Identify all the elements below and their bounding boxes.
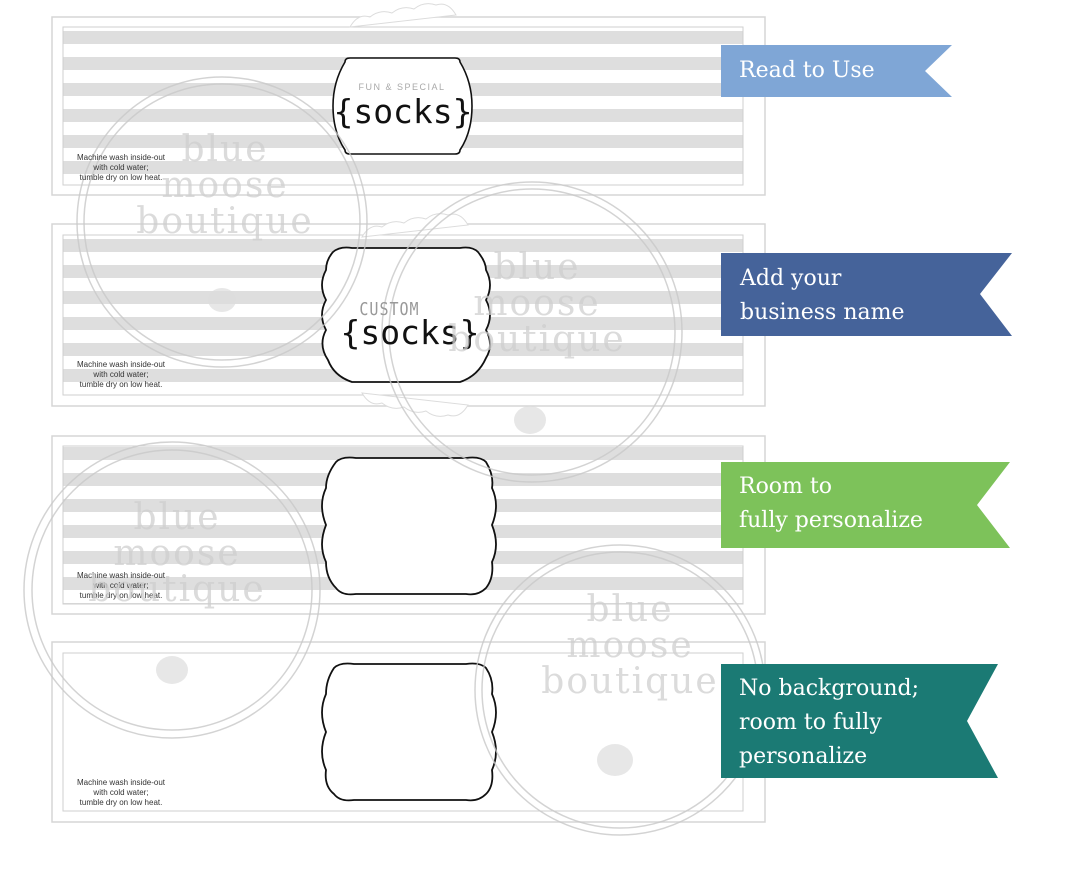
flag-line: Read to Use	[739, 58, 875, 83]
watermark-line: blue	[586, 589, 674, 630]
care-line: tumble dry on low heat.	[79, 591, 163, 600]
flag-2	[721, 253, 1012, 336]
watermark-line: moose	[566, 625, 694, 666]
care-line: Machine wash inside-out	[76, 360, 166, 369]
moose-icons	[156, 288, 633, 776]
watermark-line: boutique	[541, 661, 719, 702]
watermark-line: moose	[113, 533, 241, 574]
label-4-care-text: Machine wash inside-out with cold water;…	[56, 778, 186, 808]
flag-line: Room to	[739, 474, 832, 499]
flag-line: personalize	[739, 744, 868, 769]
bracket-frame	[332, 57, 473, 155]
care-line: with cold water;	[93, 163, 149, 172]
label-2-top-text: CUSTOM	[359, 298, 420, 320]
care-line: tumble dry on low heat.	[79, 798, 163, 807]
flag-4	[721, 664, 998, 778]
watermark-line: boutique	[136, 201, 314, 242]
bracket-frame	[321, 662, 497, 802]
label-1-top-text: FUN & SPECIAL	[358, 82, 446, 92]
watermark-line: blue	[493, 247, 581, 288]
care-line: Machine wash inside-out	[76, 571, 166, 580]
watermark-line: blue	[181, 129, 269, 170]
watermark-2: blue moose boutique	[432, 250, 642, 358]
watermark-line: blue	[133, 497, 221, 538]
label-1-main-text: {socks}	[333, 92, 473, 131]
flag-line: room to fully	[739, 710, 882, 735]
flag-line: business name	[740, 300, 905, 325]
scalloped-tab	[349, 3, 457, 28]
label-2	[51, 213, 766, 417]
flag-line: Add your	[740, 266, 842, 291]
care-line: Machine wash inside-out	[76, 153, 166, 162]
watermark-4: blue moose boutique	[525, 592, 735, 700]
flag-line: fully personalize	[739, 508, 923, 533]
care-line: with cold water;	[93, 581, 149, 590]
flag-1-text: Read to Use	[739, 54, 875, 88]
care-line: tumble dry on low heat.	[79, 173, 163, 182]
care-line: Machine wash inside-out	[76, 778, 166, 787]
watermark-line: moose	[473, 283, 601, 324]
bracket-frame	[321, 246, 491, 383]
flag-4-text: No background; room to fully personalize	[739, 672, 919, 774]
watermark-line: boutique	[88, 569, 266, 610]
label-1-care-text: Machine wash inside-out with cold water;…	[56, 153, 186, 183]
watermark-line: boutique	[448, 319, 626, 360]
watermark-1: blue moose boutique	[120, 132, 330, 240]
label-3	[51, 435, 766, 615]
flag-line: No background;	[739, 676, 920, 701]
care-line: with cold water;	[93, 788, 149, 797]
label-3-care-text: Machine wash inside-out with cold water;…	[56, 571, 186, 601]
label-2-main-text: {socks}	[340, 313, 480, 352]
label-2-care-text: Machine wash inside-out with cold water;…	[56, 360, 186, 390]
label-1	[51, 3, 766, 196]
flag-2-text: Add your business name	[740, 262, 905, 330]
flag-3-text: Room to fully personalize	[739, 470, 923, 538]
flag-1	[721, 45, 952, 97]
care-line: tumble dry on low heat.	[79, 380, 163, 389]
watermark-3: blue moose boutique	[72, 500, 282, 608]
care-line: with cold water;	[93, 370, 149, 379]
bracket-frame	[321, 456, 497, 596]
watermark-line: moose	[161, 165, 289, 206]
flag-3	[721, 462, 1010, 548]
